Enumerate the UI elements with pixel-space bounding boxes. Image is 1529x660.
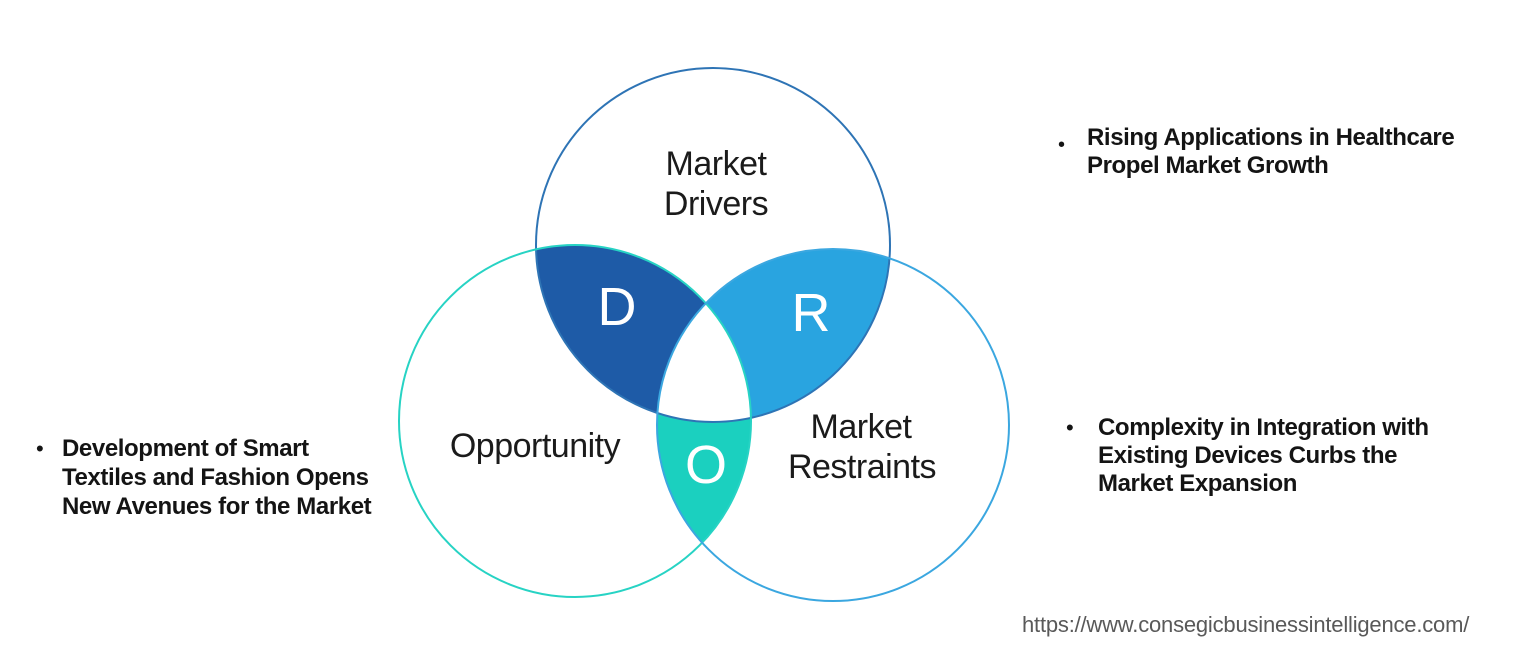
- opportunity-overlap-letter: O: [685, 435, 727, 495]
- bullet-bottom-right-line1: Complexity in Integration with: [1098, 414, 1429, 441]
- restraints-overlap-letter: R: [792, 283, 831, 343]
- bullet-left-line1: Development of Smart: [62, 435, 309, 462]
- bullet-marker: •: [1066, 415, 1074, 440]
- bullet-marker: •: [1058, 134, 1065, 156]
- bullet-bottom-right-restraint: • Complexity in Integration with Existin…: [1066, 414, 1429, 498]
- source-url: https://www.consegicbusinessintelligence…: [1022, 612, 1470, 637]
- bullet-top-right-driver: • Rising Applications in Healthcare Prop…: [1058, 124, 1455, 180]
- opportunity-label: Opportunity: [450, 427, 621, 465]
- bullet-top-right-text: Rising Applications in Healthcare Propel…: [1087, 124, 1455, 180]
- bullet-bottom-right-text: Complexity in Integration with Existing …: [1098, 414, 1429, 498]
- drivers-overlap-letter: D: [598, 277, 637, 337]
- restraints-label-line2: Restraints: [788, 448, 936, 486]
- restraints-circle: [656, 248, 1010, 602]
- bullet-top-right-line2: Propel Market Growth: [1087, 152, 1329, 179]
- bullet-top-right-line1: Rising Applications in Healthcare: [1087, 124, 1455, 151]
- opportunity-circle: [398, 244, 752, 598]
- bullet-left-opportunity: • Development of Smart Textiles and Fash…: [36, 434, 372, 521]
- drivers-restraints-overlap-region: [657, 249, 890, 422]
- drivers-label-line2: Drivers: [664, 185, 768, 223]
- bullet-left-line3: New Avenues for the Market: [62, 493, 372, 520]
- bullet-bottom-right-line2: Existing Devices Curbs the: [1098, 442, 1398, 469]
- restraints-label-line1: Market: [811, 408, 913, 446]
- drivers-circle: [535, 67, 891, 423]
- bullet-left-text: Development of Smart Textiles and Fashio…: [62, 434, 372, 521]
- drivers-label-line1: Market: [666, 145, 768, 183]
- bullet-left-line2: Textiles and Fashion Opens: [62, 464, 369, 491]
- bullet-marker: •: [36, 436, 44, 461]
- bullet-bottom-right-line3: Market Expansion: [1098, 470, 1297, 497]
